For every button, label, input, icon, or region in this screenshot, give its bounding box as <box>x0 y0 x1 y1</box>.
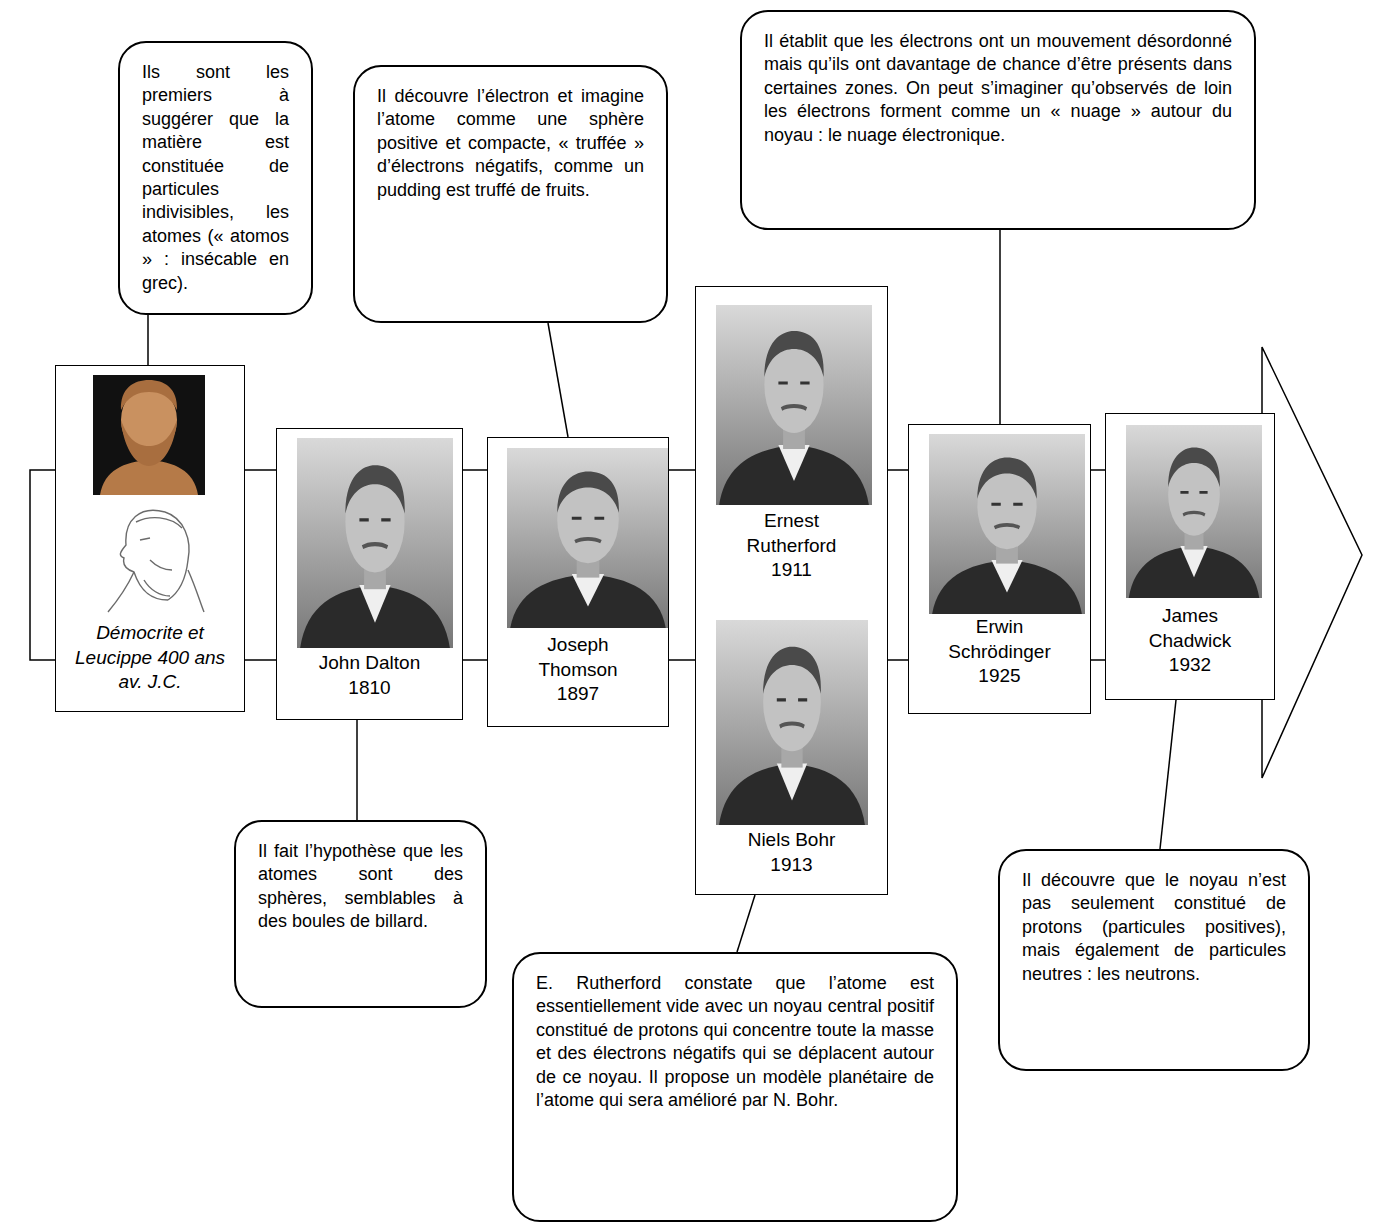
callout-text: Ils sont les premiers à suggérer que la … <box>142 61 289 295</box>
callout-box: Il découvre que le noyau n’est pas seule… <box>998 849 1310 1071</box>
callout-text: Il découvre l’électron et imagine l’atom… <box>377 85 644 202</box>
callout-box: E. Rutherford constate que l’atome est e… <box>512 952 958 1222</box>
name-label: Démocrite et Leucippe 400 ans av. J.C. <box>75 621 225 695</box>
callout-box: Ils sont les premiers à suggérer que la … <box>118 41 313 315</box>
connector-line <box>356 720 358 820</box>
portrait-box: Joseph Thomson 1897 <box>487 437 669 727</box>
portrait-box: John Dalton 1810 <box>276 428 463 720</box>
callout-text: Il découvre que le noyau n’est pas seule… <box>1022 869 1286 986</box>
engraving-portrait <box>108 510 204 612</box>
name-label: Joseph Thomson 1897 <box>523 633 633 707</box>
name-label: James Chadwick 1932 <box>1140 604 1240 678</box>
name-label: Ernest Rutherford 1911 <box>732 509 852 583</box>
connector-line <box>147 315 149 365</box>
bust-portrait <box>93 375 205 495</box>
portrait-box: James Chadwick 1932 <box>1105 413 1275 700</box>
callout-box: Il établit que les électrons ont un mouv… <box>740 10 1256 230</box>
callout-box: Il découvre l’électron et imagine l’atom… <box>353 65 668 323</box>
callout-box: Il fait l’hypothèse que les atomes sont … <box>234 820 487 1008</box>
portrait-box: Démocrite et Leucippe 400 ans av. J.C. <box>55 365 245 712</box>
portrait-photo <box>297 305 1262 825</box>
callout-text: Il établit que les électrons ont un mouv… <box>764 30 1232 147</box>
portrait-box: Erwin Schrödinger 1925 <box>908 424 1091 714</box>
connector-line <box>548 323 568 437</box>
name-label: Erwin Schrödinger 1925 <box>935 615 1065 689</box>
timeline-band <box>30 347 1362 778</box>
connector-line <box>1160 700 1176 849</box>
name-label: Niels Bohr 1913 <box>732 828 852 877</box>
callout-text: Il fait l’hypothèse que les atomes sont … <box>258 840 463 934</box>
callout-text: E. Rutherford constate que l’atome est e… <box>536 972 934 1112</box>
portrait-box: Ernest Rutherford 1911Niels Bohr 1913 <box>695 286 888 895</box>
connector-line <box>737 895 755 952</box>
name-label: John Dalton 1810 <box>305 651 435 700</box>
connector-line <box>999 230 1001 424</box>
